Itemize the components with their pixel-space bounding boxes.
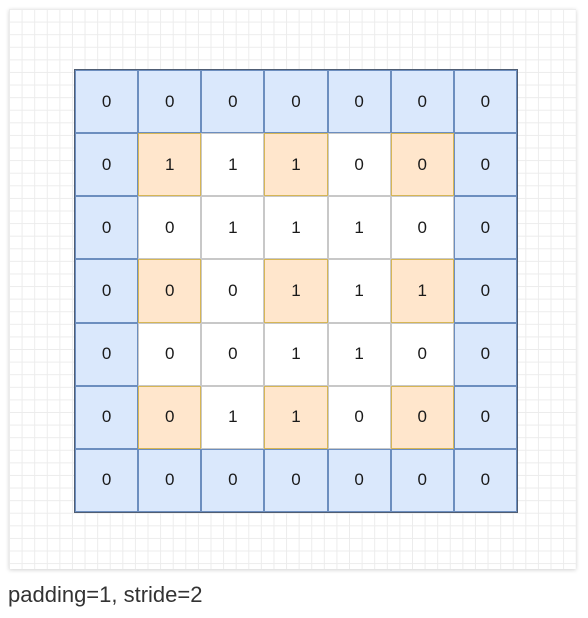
- padding-cell: 0: [453, 448, 517, 512]
- padding-cell: 0: [75, 70, 139, 134]
- padding-cell: 0: [390, 70, 454, 134]
- input-cell: 0: [201, 322, 265, 386]
- input-cell: 0: [327, 133, 391, 197]
- stride-sample-cell: 0: [138, 385, 202, 449]
- stride-sample-cell: 1: [138, 133, 202, 197]
- input-cell: 1: [201, 196, 265, 260]
- padding-cell: 0: [75, 196, 139, 260]
- stride-sample-cell: 0: [390, 385, 454, 449]
- padding-cell: 0: [390, 448, 454, 512]
- input-cell: 1: [264, 196, 328, 260]
- padding-cell: 0: [201, 70, 265, 134]
- padding-cell: 0: [138, 448, 202, 512]
- padding-cell: 0: [201, 448, 265, 512]
- input-cell: 1: [201, 385, 265, 449]
- padding-cell: 0: [75, 322, 139, 386]
- input-cell: 0: [390, 322, 454, 386]
- padding-cell: 0: [75, 259, 139, 323]
- padding-cell: 0: [327, 448, 391, 512]
- stride-sample-cell: 1: [264, 385, 328, 449]
- input-cell: 1: [264, 322, 328, 386]
- input-cell: 1: [327, 322, 391, 386]
- padding-cell: 0: [453, 70, 517, 134]
- input-cell: 0: [327, 385, 391, 449]
- stride-sample-cell: 1: [264, 133, 328, 197]
- input-cell: 1: [327, 196, 391, 260]
- padding-cell: 0: [264, 448, 328, 512]
- padding-cell: 0: [75, 385, 139, 449]
- input-cell: 1: [201, 133, 265, 197]
- padding-cell: 0: [75, 133, 139, 197]
- input-cell: 1: [327, 259, 391, 323]
- input-cell: 0: [390, 196, 454, 260]
- input-cell: 0: [138, 322, 202, 386]
- stride-sample-cell: 0: [138, 259, 202, 323]
- padding-cell: 0: [453, 259, 517, 323]
- padding-cell: 0: [453, 133, 517, 197]
- input-cell: 0: [201, 259, 265, 323]
- padding-cell: 0: [453, 196, 517, 260]
- stride-sample-cell: 1: [390, 259, 454, 323]
- stride-sample-cell: 1: [264, 259, 328, 323]
- padding-cell: 0: [75, 448, 139, 512]
- padding-cell: 0: [138, 70, 202, 134]
- padding-cell: 0: [327, 70, 391, 134]
- padding-cell: 0: [453, 322, 517, 386]
- input-cell: 0: [138, 196, 202, 260]
- padding-cell: 0: [264, 70, 328, 134]
- diagram-caption: padding=1, stride=2: [8, 582, 203, 607]
- padding-cell: 0: [453, 385, 517, 449]
- stride-sample-cell: 0: [390, 133, 454, 197]
